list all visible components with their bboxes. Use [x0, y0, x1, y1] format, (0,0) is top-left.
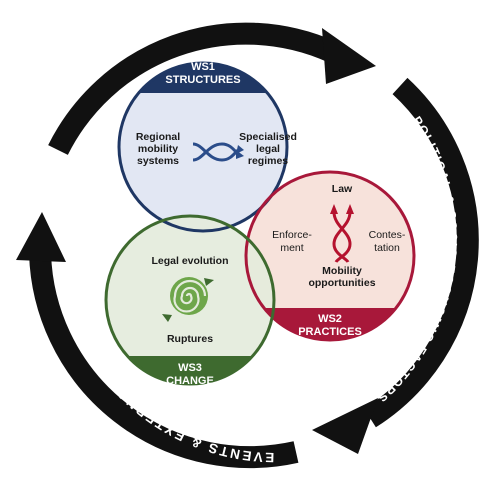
- ws1-outline: [117, 61, 289, 233]
- events-shocks-arrowhead: [16, 212, 66, 262]
- legal-environment-arrowhead: [322, 28, 376, 84]
- ws2-left-line1: Enforce-: [272, 229, 312, 241]
- ws3-outline: [104, 214, 276, 386]
- ws2-left-line2: ment: [280, 242, 303, 254]
- ws2-bottom-line1: Mobility: [322, 265, 362, 277]
- political-factors-arrow: [364, 77, 479, 428]
- ws3-legal-evolution: Legal evolution: [151, 255, 228, 267]
- ws2-title: PRACTICES: [298, 326, 362, 338]
- ws1-right-line2: legal: [256, 143, 280, 155]
- ws1-right-line1: Specialised: [239, 131, 297, 143]
- double-helix-icon: [330, 204, 354, 263]
- ws3-ruptures: Ruptures: [167, 333, 213, 345]
- events-shocks-arrow: [29, 251, 299, 469]
- interlink-icon: [192, 142, 244, 162]
- ws3-code: WS3: [178, 362, 202, 374]
- ws1-group: WS1 STRUCTURES Regional mobility systems…: [136, 61, 297, 167]
- ws1-circle: [119, 63, 287, 231]
- ws1-right-line3: regimes: [248, 155, 288, 167]
- ws1-left-line2: mobility: [138, 143, 178, 155]
- ws2-group: Law Enforce- ment Contes- tation Mobilit…: [272, 183, 406, 338]
- ws3-group: Legal evolution Ruptures WS3 CHANGE: [151, 255, 228, 387]
- ws1-title: STRUCTURES: [165, 74, 240, 86]
- ws1-left-line1: Regional: [136, 131, 180, 143]
- ws2-law: Law: [332, 183, 353, 195]
- spiral-arrow-bottom-icon: [162, 314, 172, 322]
- ws2-right-line2: tation: [374, 242, 400, 254]
- ws2-code: WS2: [318, 313, 342, 325]
- ws1-left-line3: systems: [137, 155, 179, 167]
- spiral-icon: [162, 277, 214, 322]
- ws1-code: WS1: [191, 61, 215, 73]
- ws2-outline: [244, 170, 416, 342]
- ws2-circle: [246, 172, 414, 340]
- ws3-title: CHANGE: [166, 375, 214, 387]
- ws2-bottom-line2: opportunities: [308, 277, 375, 289]
- ws2-right-line1: Contes-: [369, 229, 406, 241]
- political-factors-arrowhead: [312, 398, 378, 454]
- legal-environment-arrow: [48, 22, 337, 155]
- spiral-arrow-top-icon: [204, 278, 214, 286]
